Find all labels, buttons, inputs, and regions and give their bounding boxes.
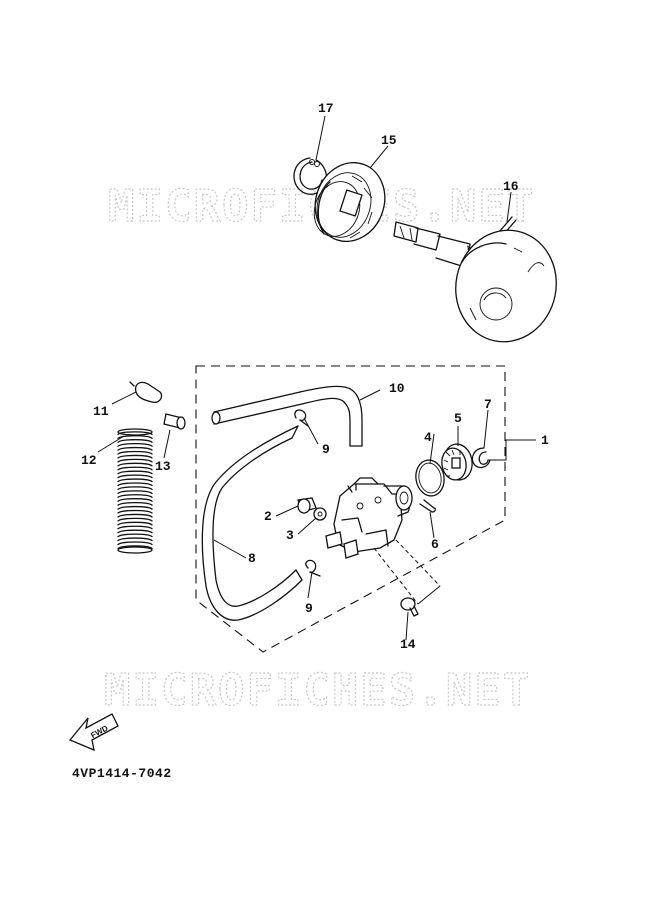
spring-coil [117, 454, 153, 459]
callout-5: 5 [454, 411, 462, 426]
spring-end-bottom [117, 546, 153, 554]
spring-end-top [117, 428, 153, 436]
spring-coil [117, 541, 153, 546]
callout-11: 11 [93, 404, 109, 419]
part-12-spring [117, 428, 153, 554]
fwd-arrow-icon: FWD [68, 713, 119, 752]
spring-coil [117, 537, 153, 542]
callout-10: 10 [389, 381, 405, 396]
spring-coil [117, 529, 153, 534]
part-9-clip-lower [305, 559, 321, 577]
watermark-bottom: MICROFICHES.NET [104, 665, 531, 716]
spring-coil [117, 505, 153, 510]
callout-16: 16 [503, 179, 519, 194]
spring-coil [117, 513, 153, 518]
spring-coil [117, 446, 153, 451]
spring-coil [117, 435, 153, 439]
spring-coil [117, 470, 153, 475]
callout-1: 1 [541, 433, 549, 448]
callout-2: 2 [264, 509, 272, 524]
spring-coil [117, 501, 153, 506]
callout-15: 15 [381, 133, 397, 148]
callout-7: 7 [484, 397, 492, 412]
part-6-pin [419, 499, 436, 513]
spring-coil [117, 482, 153, 487]
spring-coil [117, 439, 153, 443]
part-11-clip [129, 381, 163, 403]
callout-9-upper: 9 [322, 442, 330, 457]
part-1-oil-pump [325, 477, 413, 559]
part-9-clip-upper [294, 409, 309, 427]
assembly-line-14b [395, 539, 441, 587]
assembly-line-14 [373, 547, 419, 605]
callout-4: 4 [424, 430, 432, 445]
leader-lines [97, 115, 536, 641]
callout-14: 14 [400, 637, 416, 652]
spring-coil [117, 498, 153, 502]
spring-coil [117, 474, 153, 479]
part-10-hose [211, 385, 363, 447]
spring-coil [117, 450, 153, 455]
callout-9-lower: 9 [305, 601, 313, 616]
callout-6: 6 [431, 537, 439, 552]
assembly-1-boundary [195, 365, 506, 653]
callout-3: 3 [286, 528, 294, 543]
part-13-cap [163, 413, 186, 430]
part-5-gear [441, 443, 473, 481]
callout-8: 8 [248, 551, 256, 566]
spring-coil [117, 478, 153, 483]
spring-coil [117, 533, 153, 538]
spring-coil [117, 521, 153, 526]
part-14-screw [400, 597, 419, 617]
assembly-line-14c [417, 585, 441, 605]
diagram-code: 4VP1414-7042 [72, 766, 172, 781]
part-3-washer [313, 507, 327, 521]
spring-coil [117, 494, 153, 498]
spring-coil [117, 486, 153, 491]
part-17-circlip [293, 157, 328, 195]
spring-coil [117, 525, 153, 530]
spring-coil [117, 545, 153, 550]
spring-coil [117, 458, 153, 463]
part-2-bolt [297, 497, 317, 514]
part-8-hose [201, 425, 303, 621]
callout-12: 12 [81, 453, 97, 468]
spring-coil [117, 517, 153, 522]
part-4-o-ring [415, 459, 445, 497]
crankshaft [393, 221, 557, 343]
callout-13: 13 [155, 459, 171, 474]
spring-coil [117, 442, 153, 447]
callout-17: 17 [318, 101, 334, 116]
spring-coil [117, 490, 153, 495]
spring-coil [117, 509, 153, 514]
spring-coil [117, 462, 153, 467]
spring-coil [117, 466, 153, 471]
part-15-gear [313, 162, 386, 242]
part-7-circlip [471, 447, 491, 469]
